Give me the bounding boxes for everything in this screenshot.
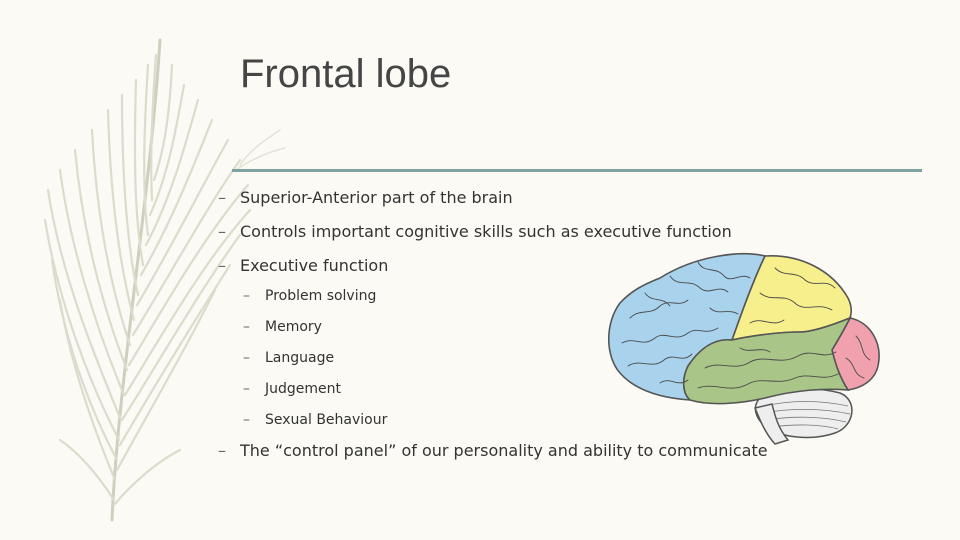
bullet-text: Executive function <box>240 256 389 275</box>
temporal-lobe <box>682 316 852 405</box>
bullet-item: –Superior-Anterior part of the brain <box>218 187 858 209</box>
title-divider <box>232 169 922 172</box>
bullet-text: The “control panel” of our personality a… <box>240 441 768 460</box>
bullet-dash: – <box>243 381 250 397</box>
sub-bullet-text: Memory <box>265 319 322 335</box>
sub-bullet-text: Sexual Behaviour <box>265 412 388 428</box>
bullet-dash: – <box>218 441 226 460</box>
brain-lobes-illustration <box>608 253 880 445</box>
sub-bullet-item: –Problem solving <box>218 286 858 306</box>
bullet-item: –The “control panel” of our personality … <box>218 440 858 462</box>
bullet-dash: – <box>243 350 250 366</box>
sub-bullet-item: –Judgement <box>218 379 858 399</box>
bullet-dash: – <box>218 256 226 275</box>
sub-bullet-text: Judgement <box>265 381 342 397</box>
sub-bullet-item: –Sexual Behaviour <box>218 410 858 430</box>
sub-bullet-text: Problem solving <box>265 288 377 304</box>
sub-bullet-item: –Language <box>218 348 858 368</box>
bullet-list: –Superior-Anterior part of the brain –Co… <box>218 187 858 474</box>
bullet-dash: – <box>243 319 250 335</box>
brainstem <box>753 403 790 445</box>
bullet-text: Superior-Anterior part of the brain <box>240 188 513 207</box>
bullet-item: –Executive function <box>218 255 858 277</box>
sub-bullet-item: –Memory <box>218 317 858 337</box>
bullet-text: Controls important cognitive skills such… <box>240 222 732 241</box>
bullet-dash: – <box>243 288 250 304</box>
bullet-item: –Controls important cognitive skills suc… <box>218 221 858 243</box>
slide-title: Frontal lobe <box>240 52 452 96</box>
bullet-dash: – <box>243 412 250 428</box>
bullet-dash: – <box>218 188 226 207</box>
bullet-dash: – <box>218 222 226 241</box>
sub-bullet-text: Language <box>265 350 335 366</box>
